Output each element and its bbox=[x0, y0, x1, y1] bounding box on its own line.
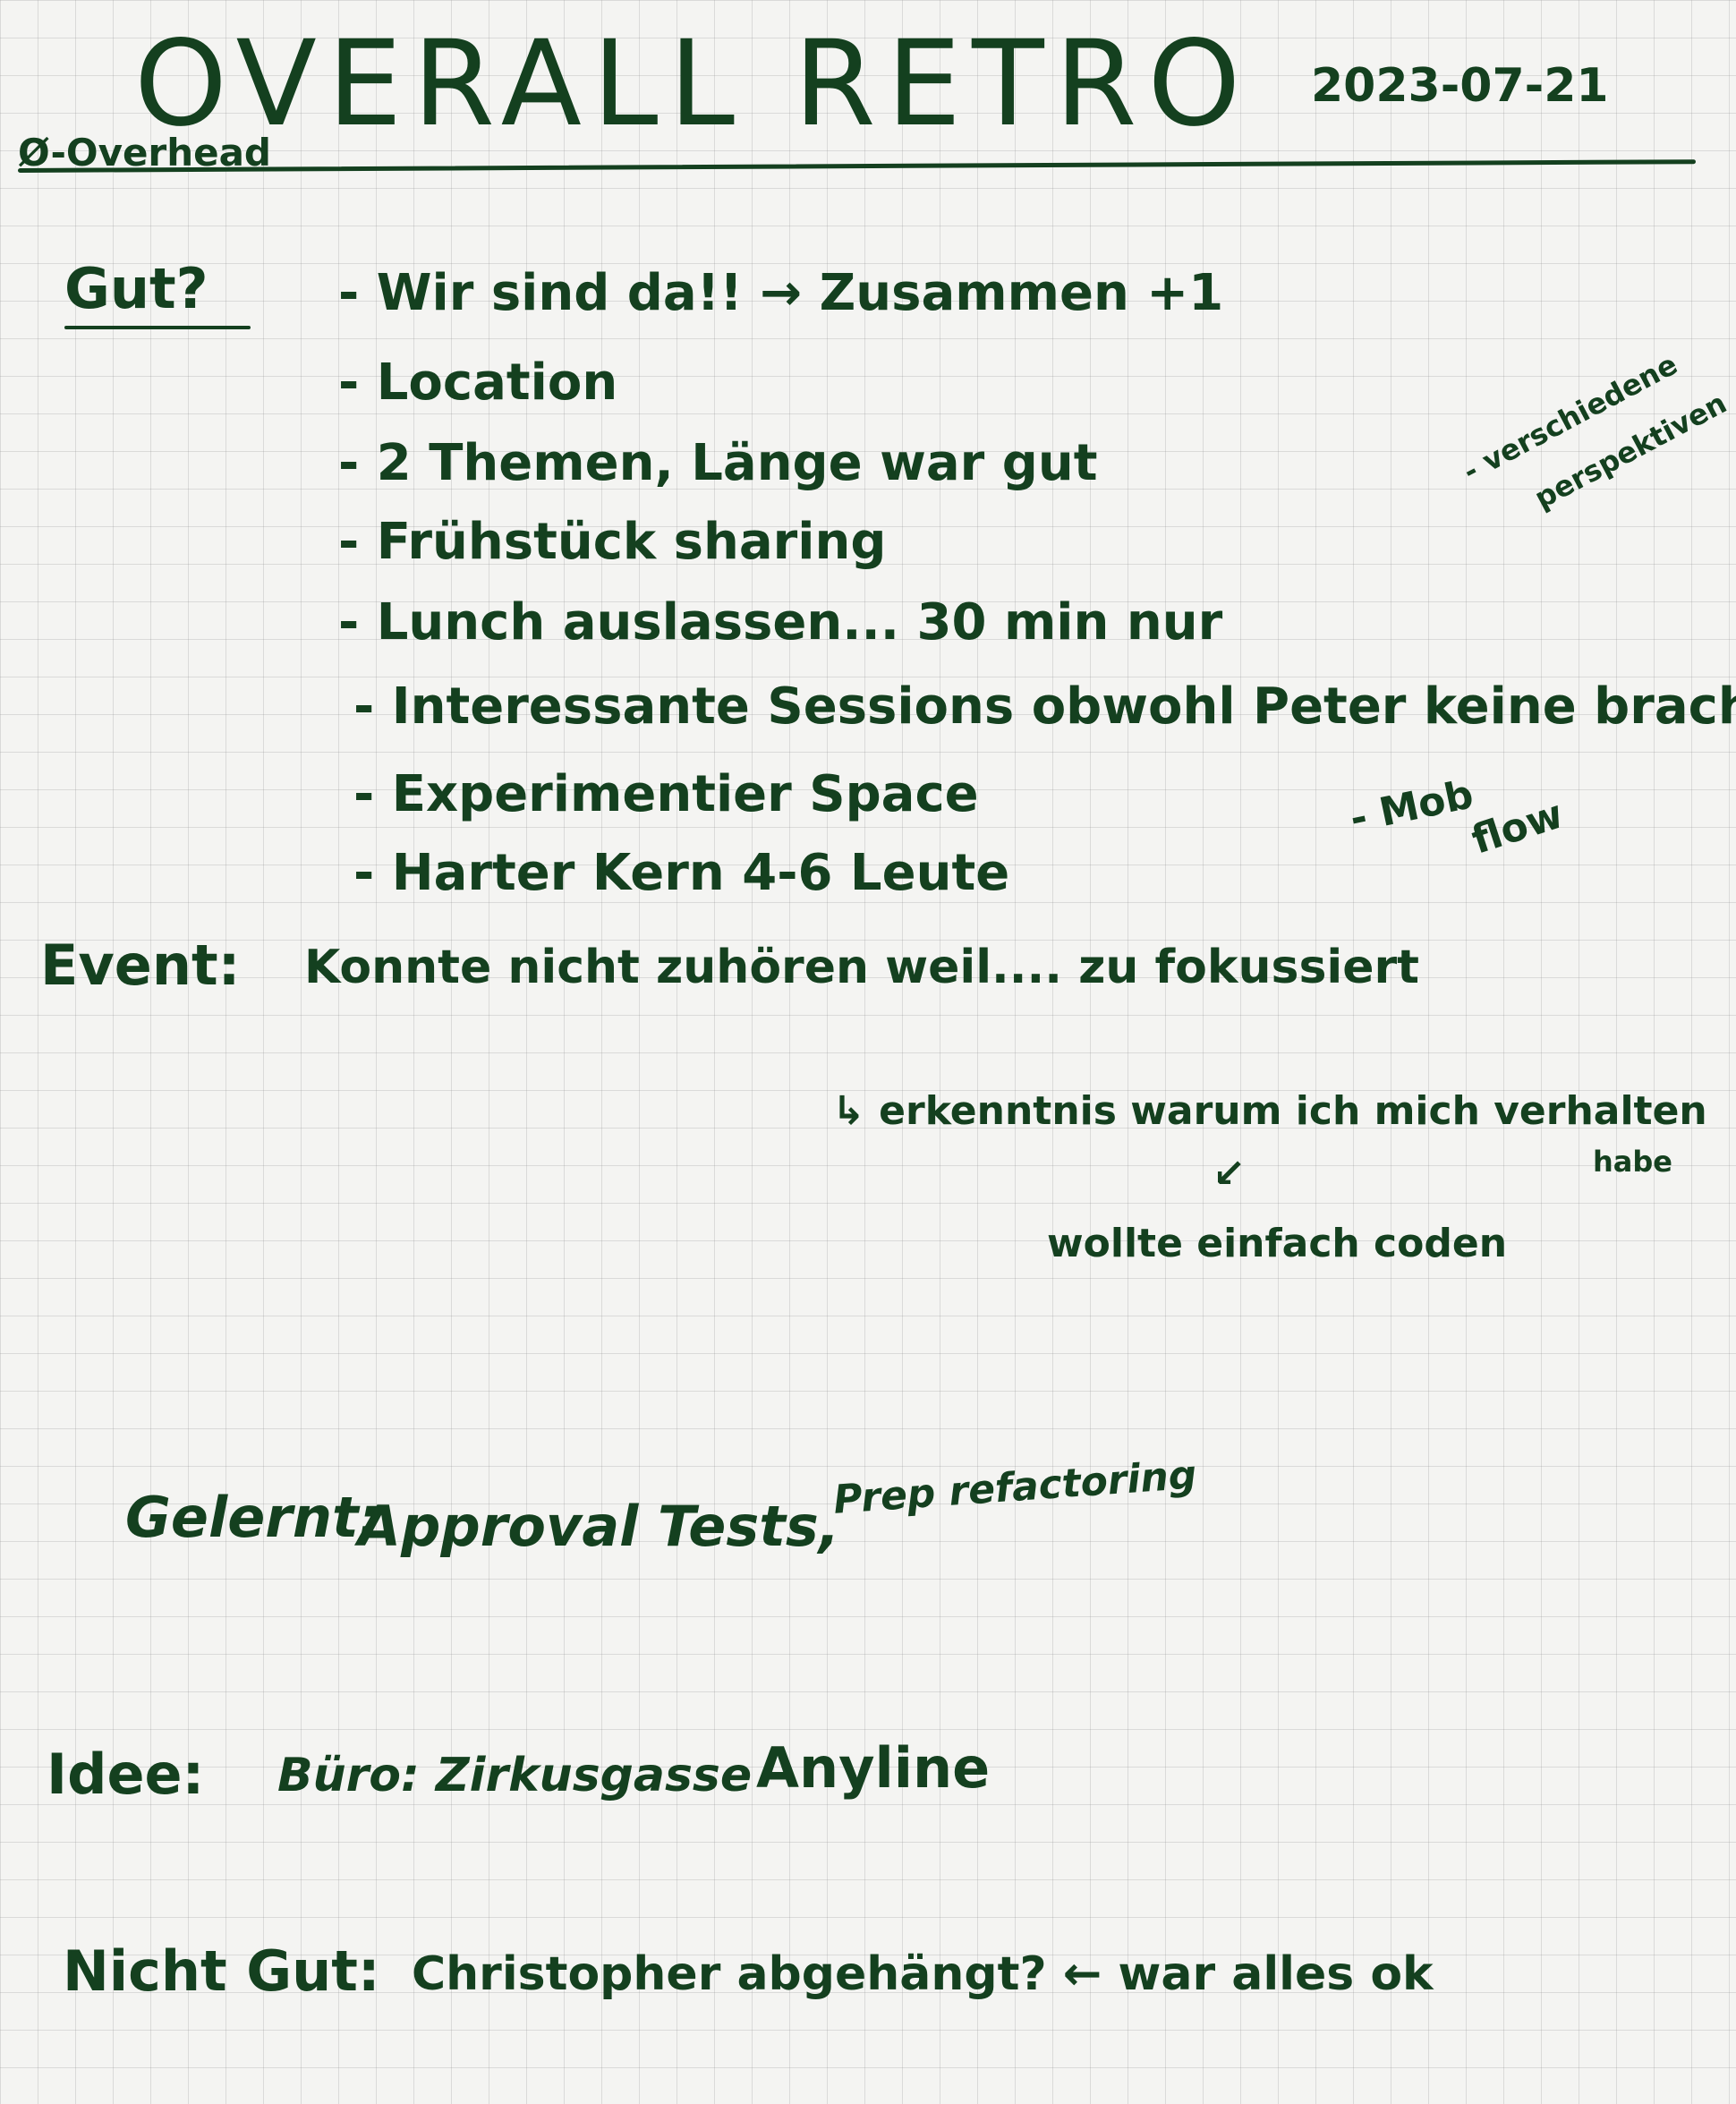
gut-item-7: - Experimentier Space bbox=[353, 765, 979, 823]
event-followup: ↳ erkenntnis warum ich mich verhalten bbox=[832, 1088, 1707, 1134]
gut-item-8: - Harter Kern 4-6 Leute bbox=[353, 844, 1010, 902]
event-followup-arrow: ↙ bbox=[1213, 1151, 1246, 1197]
event-text: Konnte nicht zuhören weil.... zu fokussi… bbox=[304, 941, 1419, 994]
idee-text: Büro: Zirkusgasse bbox=[277, 1749, 753, 1802]
nicht-gut-label: Nicht Gut: bbox=[63, 1938, 380, 2004]
retro-date: 2023-07-21 bbox=[1311, 59, 1609, 113]
side-note-flow: flow bbox=[1466, 791, 1569, 864]
side-note-mob: - Mob bbox=[1346, 771, 1477, 842]
event-followup-2-line: wollte einfach coden bbox=[1047, 1221, 1508, 1266]
gelernt-label: Gelernt: bbox=[125, 1485, 381, 1550]
page-title: OVERALL RETRO bbox=[134, 15, 1252, 153]
idee-label: Idee: bbox=[47, 1742, 205, 1807]
gut-item-5: - Lunch auslassen... 30 min nur bbox=[338, 593, 1223, 652]
gut-item-2: - Location bbox=[338, 354, 618, 412]
gut-label-underline bbox=[64, 326, 251, 329]
gut-item-1: - Wir sind da!! → Zusammen +1 bbox=[338, 264, 1224, 322]
gelernt-text-2: Prep refactoring bbox=[831, 1452, 1198, 1523]
idee-text-2: Anyline bbox=[756, 1735, 991, 1801]
gut-item-3: - 2 Themen, Länge war gut bbox=[338, 434, 1098, 492]
page-subtitle: Ø-Overhead bbox=[18, 131, 271, 175]
event-followup-2: habe bbox=[1593, 1145, 1672, 1179]
gut-item-6: - Interessante Sessions obwohl Peter kei… bbox=[353, 677, 1736, 736]
gelernt-text: Approval Tests, bbox=[358, 1494, 840, 1559]
nicht-gut-text: Christopher abgehängt? ← war alles ok bbox=[412, 1947, 1434, 2001]
gut-item-4: - Frühstück sharing bbox=[338, 513, 887, 571]
gut-label: Gut? bbox=[64, 256, 208, 321]
event-label: Event: bbox=[40, 933, 241, 998]
